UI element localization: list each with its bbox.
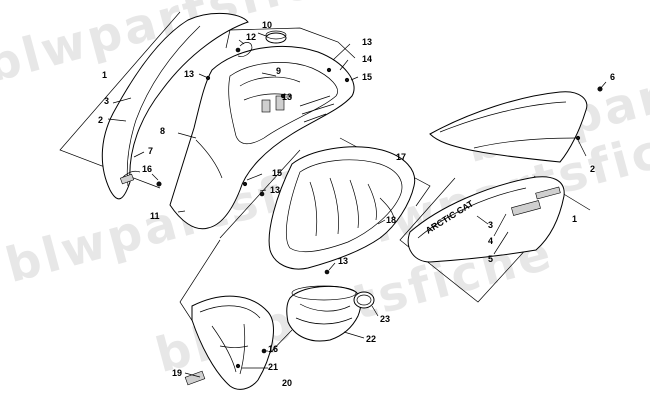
callout-6: 6 xyxy=(610,72,615,82)
duct-clamp xyxy=(353,291,375,309)
left-side-panel-group xyxy=(59,11,249,200)
upper-hood xyxy=(169,46,355,230)
callout-21: 21 xyxy=(268,362,278,372)
group-bracket-line xyxy=(399,177,531,303)
inner-tub-group xyxy=(219,137,431,275)
callout-23: 23 xyxy=(380,314,390,324)
callout-16: 16 xyxy=(142,164,152,174)
callout-13: 13 xyxy=(362,37,372,47)
callout-19: 19 xyxy=(172,368,182,378)
vent-insert xyxy=(261,99,271,113)
callout-3: 3 xyxy=(488,220,493,230)
callout-5: 5 xyxy=(488,254,493,264)
callout-20: 20 xyxy=(282,378,292,388)
callout-15: 15 xyxy=(362,72,372,82)
callout-18: 18 xyxy=(386,215,396,225)
callout-22: 22 xyxy=(366,334,376,344)
callout-2: 2 xyxy=(590,164,595,174)
upper-hood-group xyxy=(169,27,359,230)
callout-3: 3 xyxy=(104,96,109,106)
callout-1: 1 xyxy=(572,214,577,224)
callout-9: 9 xyxy=(276,66,281,76)
callout-13: 13 xyxy=(184,69,194,79)
callout-2: 2 xyxy=(98,115,103,125)
belly-pan xyxy=(191,295,274,390)
callout-12: 12 xyxy=(246,32,256,42)
group-bracket-line xyxy=(219,149,301,239)
air-duct xyxy=(286,285,362,342)
left-side-panel xyxy=(101,12,249,200)
right-side-panel-group: ARCTIC CAT xyxy=(399,81,607,303)
cap-10 xyxy=(265,32,287,44)
reflector-decal xyxy=(119,173,135,185)
right-side-panel-upper xyxy=(429,91,588,163)
callout-13: 13 xyxy=(270,185,280,195)
callout-1: 1 xyxy=(102,70,107,80)
callout-10: 10 xyxy=(262,20,272,30)
group-bracket-line xyxy=(225,27,356,59)
callout-13: 13 xyxy=(338,256,348,266)
callout-14: 14 xyxy=(362,54,372,64)
callout-7: 7 xyxy=(148,146,153,156)
decal-4 xyxy=(511,200,541,216)
inner-tub xyxy=(268,146,416,270)
air-duct-group xyxy=(286,285,379,342)
callout-15: 15 xyxy=(272,168,282,178)
callout-4: 4 xyxy=(488,236,493,246)
callout-16: 16 xyxy=(268,344,278,354)
right-side-panel-lower xyxy=(407,176,565,263)
callout-17: 17 xyxy=(396,152,406,162)
clip-19 xyxy=(184,370,206,386)
callout-labels: 1 3 2 7 16 8 11 12 10 13 9 13 13 14 15 1… xyxy=(98,20,615,388)
vent-insert xyxy=(275,95,285,111)
callout-11: 11 xyxy=(150,211,160,221)
callout-13: 13 xyxy=(282,92,292,102)
callout-8: 8 xyxy=(160,126,165,136)
screw-16 xyxy=(156,181,162,187)
belly-pan-group xyxy=(179,239,293,390)
harness-12 xyxy=(237,42,253,57)
reflector-decal xyxy=(535,186,561,200)
